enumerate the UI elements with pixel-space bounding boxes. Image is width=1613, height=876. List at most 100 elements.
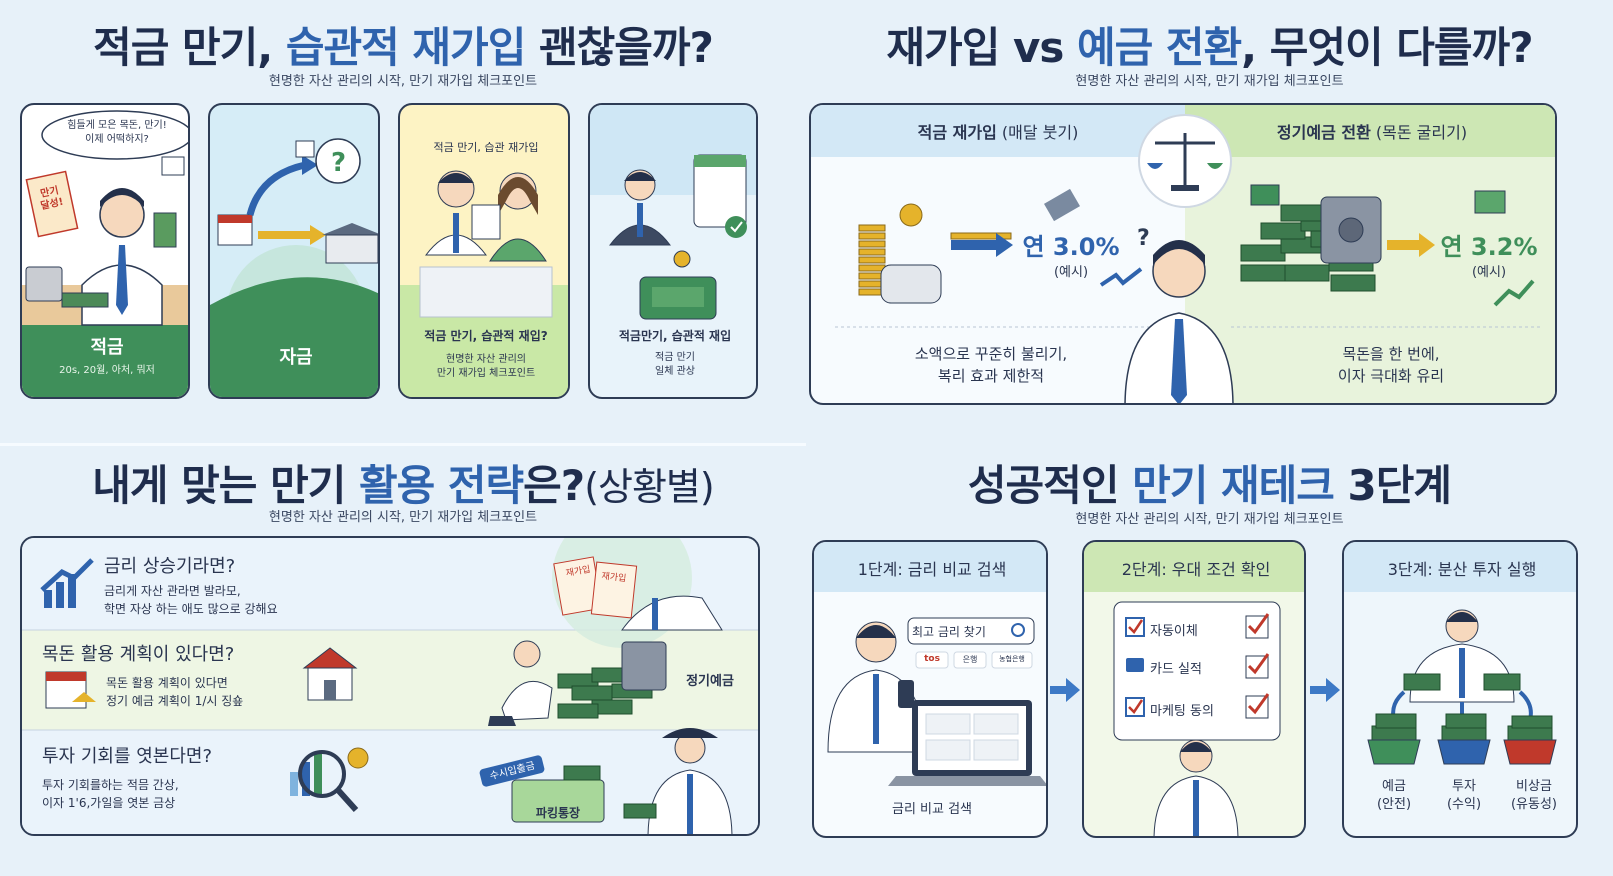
arrow-right-icon xyxy=(1050,678,1080,702)
title-part: 괜찮을까? xyxy=(525,23,714,72)
title-highlight: 활용 전략 xyxy=(358,461,524,510)
bank-logo: tos xyxy=(924,654,940,664)
bubble-line: 힘들게 모은 목돈, 만기! xyxy=(67,120,167,131)
step-3-illustration xyxy=(1344,542,1576,765)
title-highlight: 만기 재테크 xyxy=(1132,461,1335,510)
step-1-card: 1단계: 금리 비교 검색 최고 금리 찾기 tos 은행 농협은행 금리 비교… xyxy=(812,540,1048,838)
step-heading: 1단계: 금리 비교 검색 xyxy=(857,560,1007,579)
step-1-illustration xyxy=(814,542,1046,786)
card-savings: 힘들게 모은 목돈, 만기! 이제 어떡하지? 만기 달성! 적금 20s, 2… xyxy=(20,103,190,399)
panel-subtitle: 현명한 자산 관리의 시작, 만기 재가입 체크포인트 xyxy=(268,510,538,525)
desc-line: 목돈 활용 계획이 있다면 xyxy=(106,676,228,690)
pot-name: 비상금 xyxy=(1516,779,1552,794)
desc-line: 투자 기회를하는 적믐 간상, xyxy=(42,778,179,792)
desc-line: 복리 효과 제한적 xyxy=(937,367,1045,385)
title-part: 내게 맞는 만기 xyxy=(92,461,359,510)
comparison-card: ? 적금 재가입 (매달 붓기) 정기예금 전환 (목돈 굴리기) 연 3.0%… xyxy=(809,103,1557,405)
header-bold: 정기예금 전환 xyxy=(1276,123,1371,142)
panel-title: 재가입 vs 예금 전환, 무엇이 다를까? xyxy=(806,14,1613,75)
left-rate: 연 3.0% xyxy=(1022,233,1120,261)
couple-illustration xyxy=(400,170,568,397)
bank-logo: 은행 xyxy=(962,655,978,664)
header-bold: 적금 재가입 xyxy=(917,123,997,142)
row-description: 투자 기회를하는 적믐 간상, 이자 1'6,가일을 엿본 금상 xyxy=(42,776,282,812)
row-heading: 금리 상승기라면? xyxy=(104,556,236,577)
panel-title: 내게 맞는 만기 활용 전략은?(상황별) xyxy=(0,452,806,513)
checklist-item: 카드 실적 xyxy=(1150,662,1202,677)
card-caption: 20s, 20월, 아처, 뭐저 xyxy=(59,365,155,376)
left-description: 소액으로 꾸준히 불리기, 복리 효과 제한적 xyxy=(841,343,1141,387)
panel-rejoin-vs-deposit: 재가입 vs 예금 전환, 무엇이 다를까? 현명한 자산 관리의 시작, 만기… xyxy=(806,0,1613,438)
title-part: 적금 만기, xyxy=(93,23,286,72)
panel-title: 적금 만기, 습관적 재가입 괜찮을까? xyxy=(0,14,806,75)
card-wallet: 적금만기, 습관적 재입 적금 만기 일체 관상 xyxy=(588,103,758,399)
panel-strategy: 내게 맞는 만기 활용 전략은?(상황별) 현명한 자산 관리의 시작, 만기 … xyxy=(0,438,806,876)
wallet-illustration xyxy=(590,105,756,320)
card-label: 적금 xyxy=(90,337,124,358)
desc-line: 금리게 자산 관라면 발라모, xyxy=(104,584,241,598)
title-part: (상황별) xyxy=(584,465,715,509)
pot-name: 투자 xyxy=(1452,779,1476,794)
step-2-card: 2단계: 우대 조건 확인 자동이체 카드 실적 마케팅 동의 xyxy=(1082,540,1306,838)
pot-sub: (안전) xyxy=(1376,797,1412,812)
caption-line: 현명한 자산 관리의 xyxy=(446,354,526,365)
pot-label: 예금 (안전) xyxy=(1362,778,1426,814)
title-highlight: 예금 전환 xyxy=(1076,23,1242,72)
product-label: 정기예금 xyxy=(686,674,734,689)
pot-sub: (수익) xyxy=(1446,797,1482,812)
title-part: 성공적인 xyxy=(967,461,1133,510)
pot-label: 투자 (수익) xyxy=(1432,778,1496,814)
step-caption: 금리 비교 검색 xyxy=(891,802,973,817)
search-box-text: 최고 금리 찾기 xyxy=(912,625,986,639)
title-part: 은? xyxy=(523,461,585,510)
funds-illustration: ? xyxy=(210,138,378,397)
pot-sub: (유동성) xyxy=(1510,797,1558,812)
arrow-right-icon xyxy=(1310,678,1340,702)
card-caption: 적금 만기 일체 관상 xyxy=(590,351,756,379)
header-rest: (매달 붓기) xyxy=(996,123,1079,142)
checklist-item: 자동이체 xyxy=(1150,624,1198,639)
svg-text:?: ? xyxy=(1137,226,1150,251)
desc-line: 정기 예금 계획이 1/시 징숖 xyxy=(106,694,244,708)
title-part: 재가입 vs xyxy=(886,23,1077,72)
row-description: 목돈 활용 계획이 있다면 정기 예금 계획이 1/시 징숖 xyxy=(106,674,306,710)
divider xyxy=(0,443,806,446)
desc-line: 이자 1'6,가일을 엿본 금상 xyxy=(42,796,176,810)
pot-name: 예금 xyxy=(1382,779,1406,794)
step-2-illustration xyxy=(1084,542,1304,836)
caption-line: 만기 재가입 체크포인트 xyxy=(436,368,536,379)
row-heading: 목돈 활용 계획이 있다면? xyxy=(42,644,235,665)
header-rest: (목돈 굴리기) xyxy=(1370,123,1468,142)
bank-logo: 농협은행 xyxy=(999,655,1025,663)
comparison-illustration: ? xyxy=(811,105,1555,403)
card-label: 적금 만기, 습관적 재입? xyxy=(424,329,548,343)
card-label: 적금만기, 습관적 재입 xyxy=(618,329,732,343)
left-header: 적금 재가입 (매달 붓기) xyxy=(811,119,1185,143)
pot-label: 비상금 (유동성) xyxy=(1498,778,1570,814)
right-description: 목돈을 한 번에, 이자 극대화 유리 xyxy=(1241,343,1541,387)
title-highlight: 습관적 재가입 xyxy=(285,23,526,72)
step-3-card: 3단계: 분산 투자 실행 예금 (안전) 투자 (수익) 비상금 (유동성) xyxy=(1342,540,1578,838)
row-description: 금리게 자산 관라면 발라모, 학면 자상 하는 애도 많으로 강해요 xyxy=(104,582,404,618)
savings-illustration xyxy=(22,110,188,397)
right-rate-note: (예시) xyxy=(1471,265,1507,280)
caption-line: 적금 만기 xyxy=(655,352,695,363)
right-header: 정기예금 전환 (목돈 굴리기) xyxy=(1185,119,1555,143)
panel-subtitle: 현명한 자산 관리의 시작, 만기 재가입 체크포인트 xyxy=(1075,74,1344,89)
card-caption: 현명한 자산 관리의 만기 재가입 체크포인트 xyxy=(400,353,568,381)
strategy-illustration xyxy=(22,538,758,834)
right-rate: 연 3.2% xyxy=(1440,233,1538,261)
svg-text:?: ? xyxy=(331,148,346,178)
step-heading: 3단계: 분산 투자 실행 xyxy=(1387,560,1537,579)
desc-line: 이자 극대화 유리 xyxy=(1337,367,1445,385)
desc-line: 목돈을 한 번에, xyxy=(1342,345,1440,363)
card-label: 자금 xyxy=(279,347,313,368)
account-label: 파킹통장 xyxy=(535,806,581,820)
desc-line: 학면 자상 하는 애도 많으로 강해요 xyxy=(104,602,278,616)
panel-subtitle: 현명한 자산 관리의 시작, 만기 재가입 체크포인트 xyxy=(1075,512,1344,527)
strategy-card: 금리 상승기라면? 금리게 자산 관라면 발라모, 학면 자상 하는 애도 많으… xyxy=(20,536,760,836)
panel-maturity-habit: 적금 만기, 습관적 재가입 괜찮을까? 현명한 자산 관리의 시작, 만기 재… xyxy=(0,0,806,438)
row-heading: 투자 기회를 엿본다면? xyxy=(42,746,213,767)
panel-title: 성공적인 만기 재테크 3단계 xyxy=(806,452,1613,513)
bubble-line: 이제 어떡하지? xyxy=(85,134,149,145)
